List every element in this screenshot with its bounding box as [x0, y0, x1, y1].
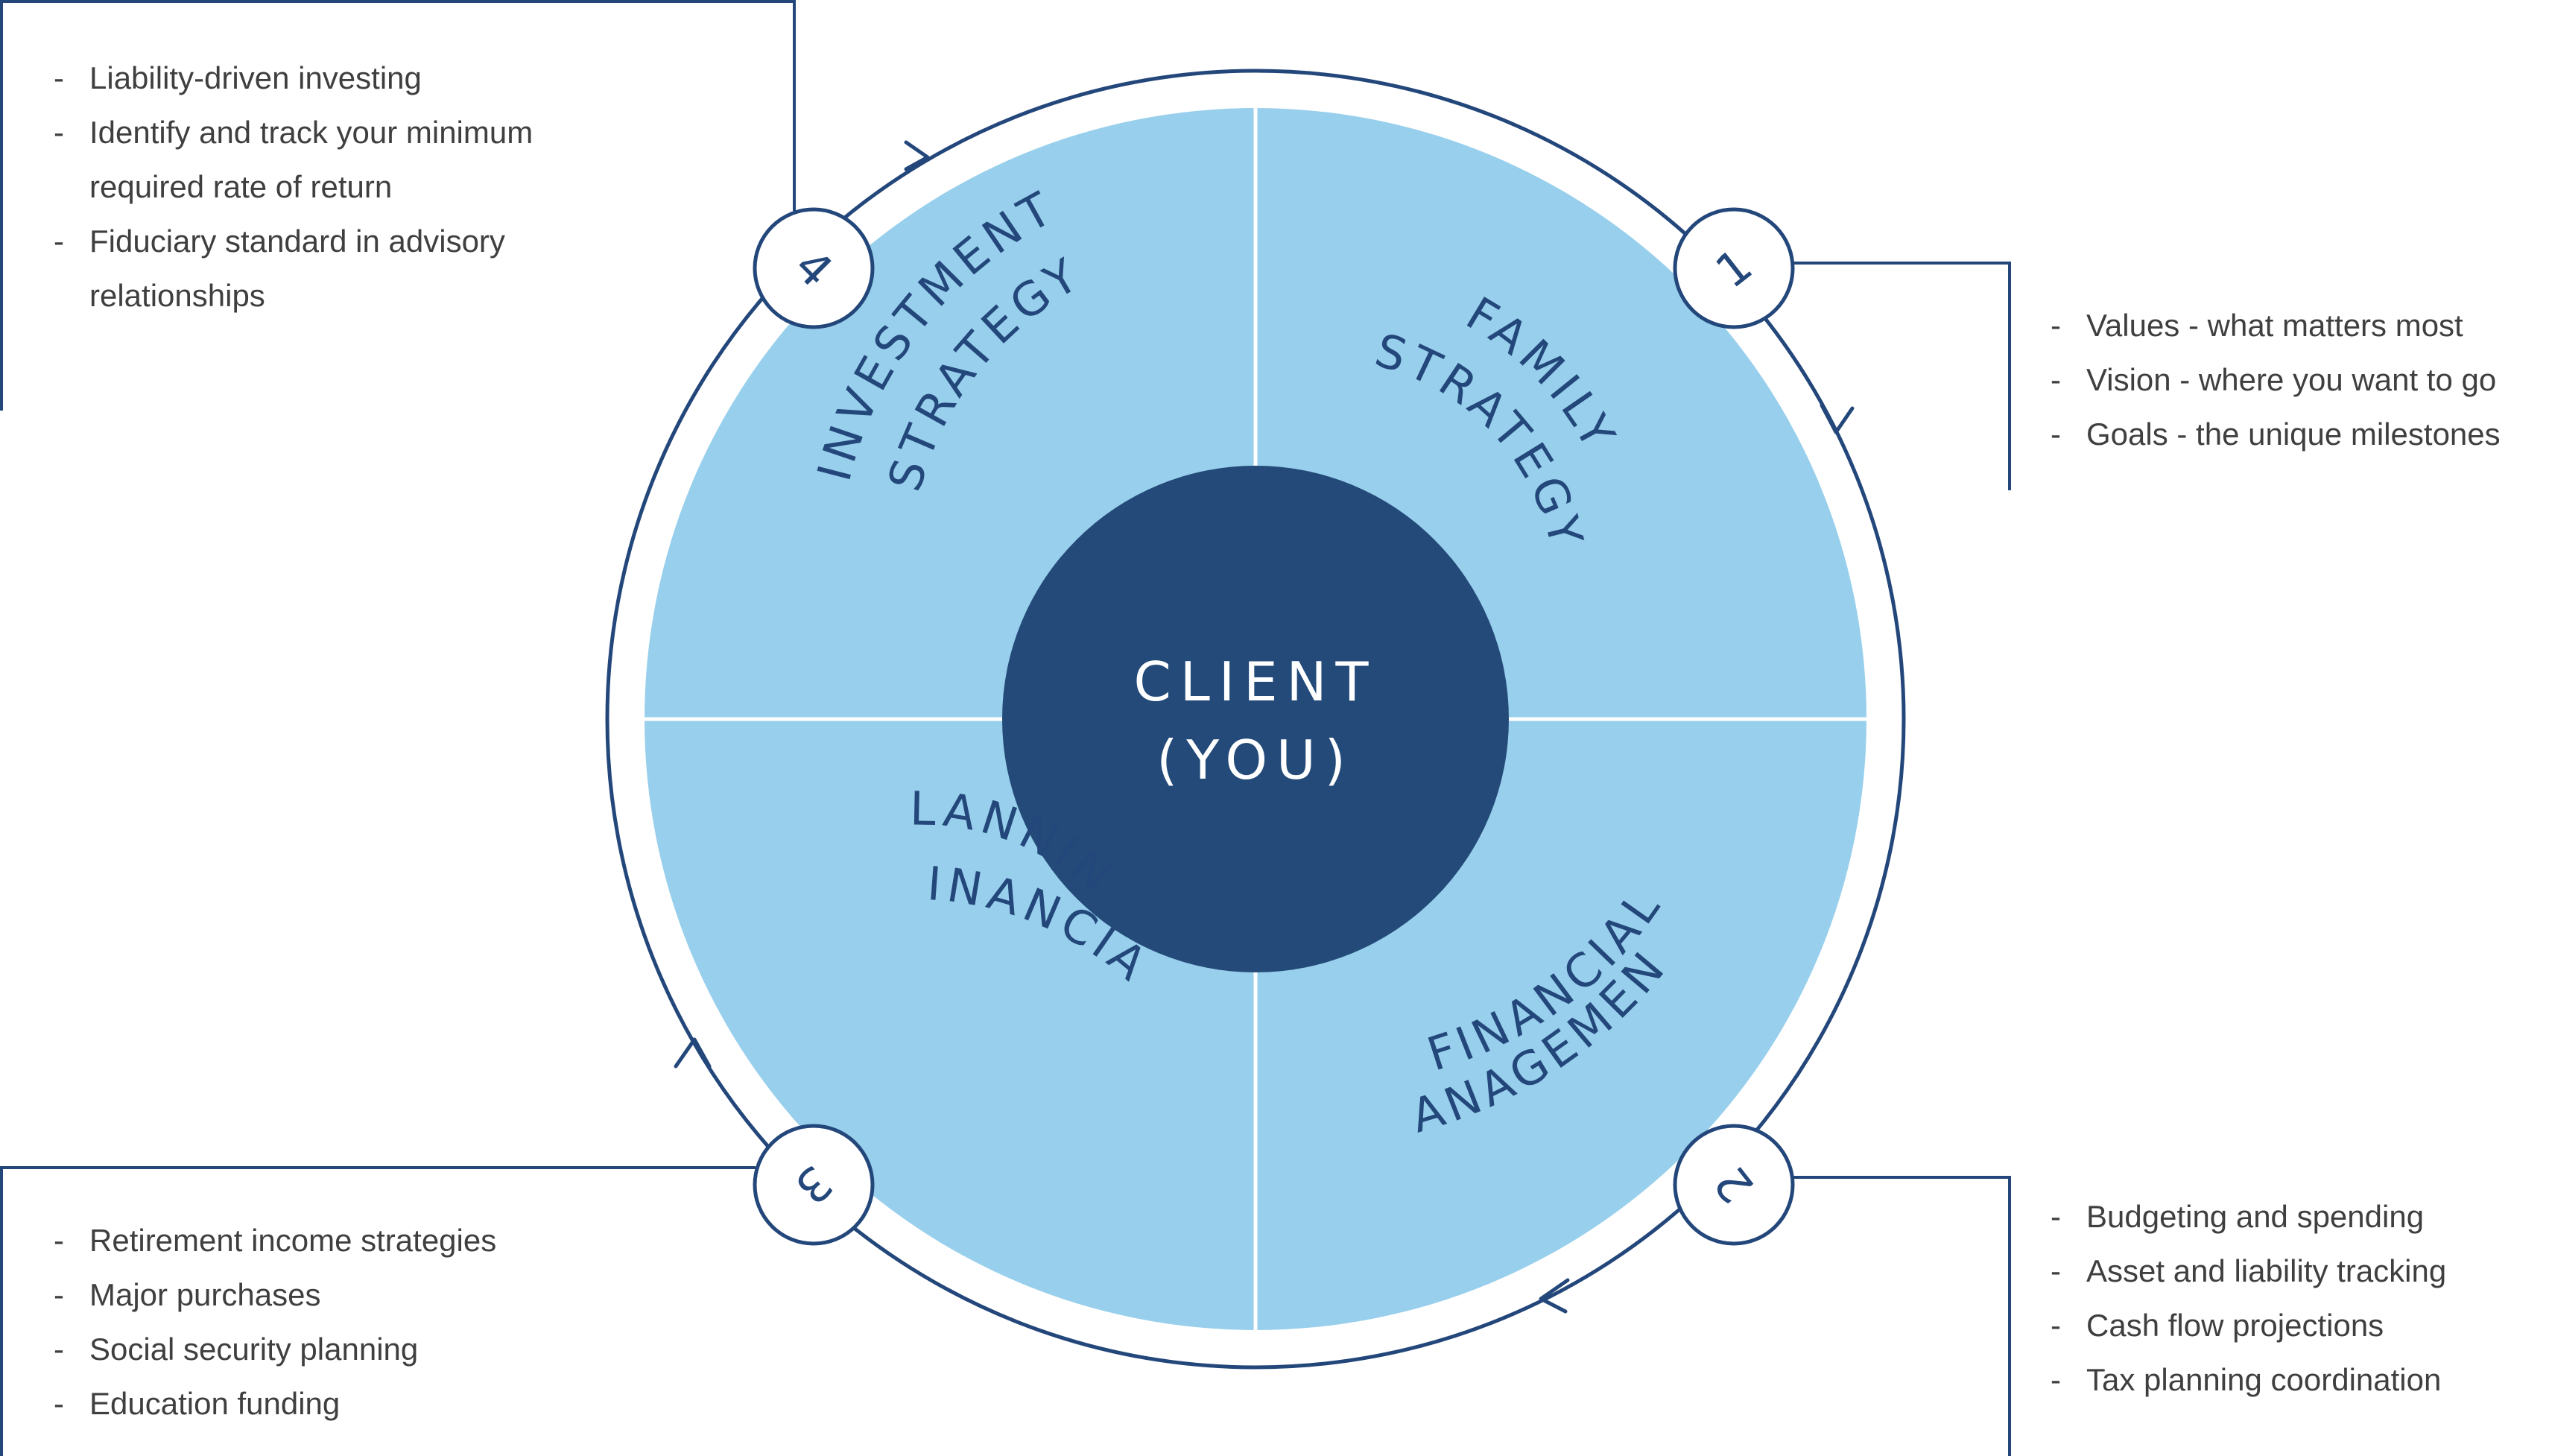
- callout-step1-item: Values - what matters most: [2086, 308, 2463, 343]
- step-badge-2: 2: [1673, 1124, 1795, 1246]
- arrow-head-step1-to-step2: [1820, 403, 1855, 434]
- client-sublabel: (YOU): [1156, 729, 1355, 791]
- bullet-marker: -: [2051, 362, 2061, 397]
- bullet-marker: -: [54, 1223, 64, 1258]
- callout-line-step1: [1790, 262, 2011, 490]
- callout-step3-item: Major purchases: [89, 1277, 320, 1312]
- callout-step1-item: Vision - where you want to go: [2086, 362, 2496, 397]
- callout-step1: - Values - what matters most - Vision - …: [2051, 308, 2501, 452]
- callout-step2-item: Tax planning coordination: [2086, 1362, 2441, 1397]
- callout-step3-item: Retirement income strategies: [89, 1223, 496, 1258]
- callout-step4-item-continued: relationships: [89, 278, 265, 313]
- callout-step4-item: Fiduciary standard in advisory: [89, 224, 505, 259]
- client-center-circle: [1002, 466, 1509, 972]
- bullet-marker: -: [54, 1386, 64, 1421]
- bullet-marker: -: [54, 1332, 64, 1367]
- bullet-marker: -: [2051, 1199, 2061, 1234]
- bullet-marker: -: [54, 224, 64, 259]
- arrow-head-step3-to-step4: [674, 1037, 712, 1069]
- callout-step2-item: Asset and liability tracking: [2086, 1253, 2446, 1288]
- step-badge-3: 3: [753, 1124, 875, 1246]
- bullet-marker: -: [54, 1277, 64, 1312]
- bullet-marker: -: [2051, 1308, 2061, 1343]
- callout-step2-item: Cash flow projections: [2086, 1308, 2384, 1343]
- callout-line-step4: [0, 0, 796, 411]
- client-label: CLIENT: [1134, 651, 1378, 713]
- callout-step1-item: Goals - the unique milestones: [2086, 417, 2501, 452]
- bullet-marker: -: [2051, 1362, 2061, 1397]
- step-badge-4: 4: [753, 207, 875, 329]
- bullet-marker: -: [54, 115, 64, 150]
- callout-step2: - Budgeting and spending - Asset and lia…: [2051, 1199, 2446, 1397]
- bullet-marker: -: [2051, 1253, 2061, 1288]
- bullet-marker: -: [2051, 308, 2061, 343]
- callout-step2-item: Budgeting and spending: [2086, 1199, 2424, 1234]
- arrow-head-step4-to-step1: [904, 140, 930, 171]
- callout-line-step2: [1790, 1176, 2011, 1456]
- callout-step4-item-continued: required rate of return: [89, 169, 392, 204]
- bullet-marker: -: [54, 60, 64, 95]
- callout-step3: - Retirement income strategies - Major p…: [54, 1223, 496, 1421]
- callout-step4-item: Liability-driven investing: [89, 60, 422, 95]
- callout-step3-item: Social security planning: [89, 1332, 418, 1367]
- callout-step3-item: Education funding: [89, 1386, 340, 1421]
- arrow-head-step2-to-step3: [1539, 1278, 1570, 1314]
- callout-step4: - Liability-driven investing - Identify …: [54, 60, 533, 313]
- callout-line-step3: [0, 1166, 756, 1456]
- bullet-marker: -: [2051, 417, 2061, 452]
- step-badge-1: 1: [1673, 207, 1795, 329]
- cycle-ring: [605, 69, 1906, 1370]
- callout-step4-item: Identify and track your minimum: [89, 115, 533, 150]
